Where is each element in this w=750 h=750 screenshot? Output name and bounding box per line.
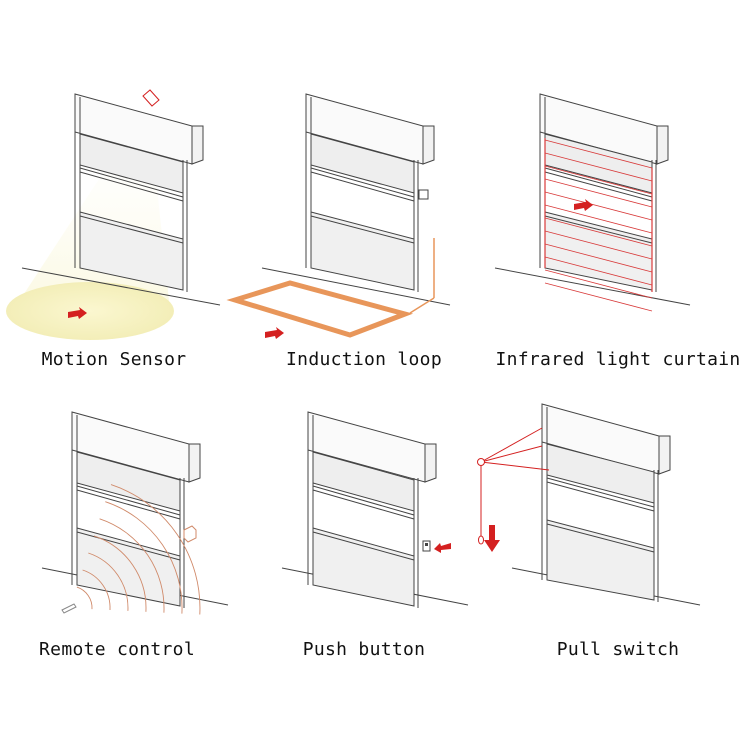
infrared-beam	[544, 282, 653, 312]
infrared-beam	[544, 230, 653, 260]
door	[539, 93, 669, 292]
panel-induction-loop	[226, 93, 451, 339]
infrared-curtain-icon	[544, 138, 653, 312]
detection-zone	[6, 282, 174, 340]
caption-infrared-curtain: Infrared light curtain	[495, 349, 741, 370]
door	[541, 403, 671, 602]
infrared-beam	[544, 269, 653, 299]
floor-line	[21, 267, 221, 306]
caption-induction-loop: Induction loop	[286, 349, 442, 370]
door	[74, 93, 204, 292]
signal-wave	[110, 484, 201, 615]
panel-infrared-curtain	[494, 93, 691, 312]
arrow-icon	[68, 307, 87, 319]
floor-line	[261, 267, 451, 306]
induction-loop-icon	[226, 280, 414, 338]
door	[71, 411, 201, 608]
panel-pull-switch	[477, 403, 701, 606]
push-button-icon	[422, 540, 431, 552]
infrared-beam	[544, 191, 653, 221]
panel-push-button	[281, 411, 469, 608]
infrared-beam	[544, 165, 653, 195]
arrow-icon	[434, 543, 451, 553]
caption-remote-control: Remote control	[39, 639, 195, 660]
loop-wire	[409, 297, 435, 314]
door	[305, 93, 435, 292]
infrared-beam	[544, 139, 653, 169]
infrared-beam	[544, 256, 653, 286]
signal-wave	[105, 501, 183, 614]
signal-wave	[82, 569, 111, 611]
signal-wave	[99, 518, 165, 613]
pull-switch-icon	[477, 427, 550, 545]
signal-wave	[76, 586, 93, 610]
motion-sensor-icon	[142, 89, 160, 107]
caption-pull-switch: Pull switch	[556, 639, 680, 660]
remote-signal-waves	[76, 484, 201, 615]
signal-wave	[88, 552, 129, 611]
panel-remote-control	[41, 411, 229, 615]
arrow-down-icon	[484, 525, 500, 552]
floor-line	[494, 267, 691, 306]
infrared-beam	[544, 152, 653, 182]
signal-wave	[93, 535, 147, 612]
caption-motion-sensor: Motion Sensor	[41, 349, 187, 370]
infrared-beam	[544, 178, 653, 208]
remote-control-icon	[61, 603, 77, 614]
infrared-beam	[544, 243, 653, 273]
infrared-beam	[544, 217, 653, 247]
arrow-icon	[265, 327, 284, 339]
caption-push-button: Push button	[302, 639, 426, 660]
door	[307, 411, 437, 608]
infrared-beam	[544, 204, 653, 234]
panel-motion-sensor	[6, 89, 221, 340]
arrow-icon	[574, 199, 593, 211]
